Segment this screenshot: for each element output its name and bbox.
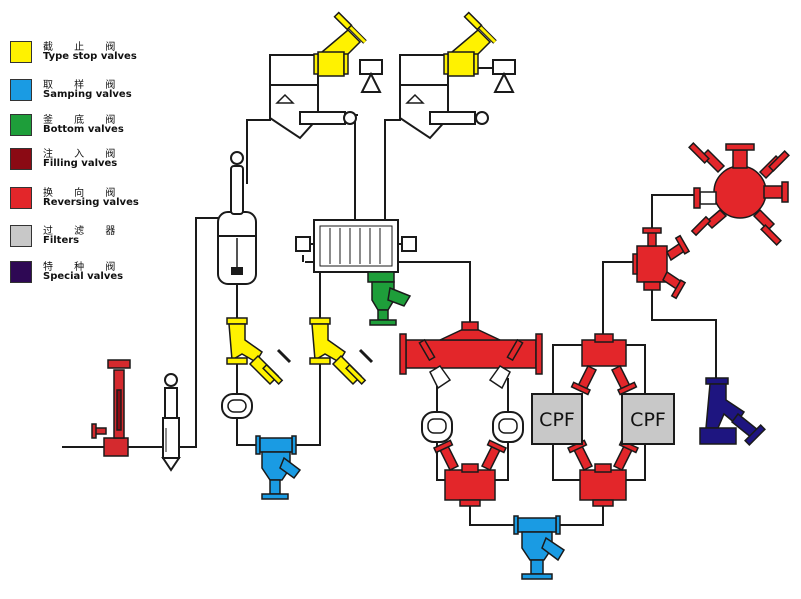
reversing-valve-right-lower[interactable] [567,439,639,507]
legend-label-cn: 取 样 阀 [43,80,125,91]
special-valve[interactable] [699,377,766,446]
stop-valve-column-right[interactable] [309,317,374,386]
legend-swatch [10,79,32,101]
separator-tower-right [399,54,516,140]
cpf-label-left: CPF [539,409,575,431]
legend-label-cn: 截 止 阀 [43,42,125,53]
legend-swatch [10,148,32,170]
filter-press-unit [295,219,417,273]
legend-swatch [10,114,32,136]
legend-swatch [10,225,32,247]
sampling-valve-bottom[interactable] [513,515,566,580]
reversing-manifold[interactable] [399,321,543,390]
stop-valve-tower-right[interactable] [443,11,497,77]
legend-item-sampling-valves: 取 样 阀 Samping valves [8,76,158,108]
reversing-valve-main-top[interactable] [688,142,790,246]
legend-item-stop-valves: 截 止 阀 Type stop valves [8,38,158,70]
reversing-valve-right-upper[interactable] [632,227,691,300]
sample-cylinder [161,373,181,472]
legend-swatch [10,187,32,209]
sampling-valve-left[interactable] [255,435,302,500]
legend-swatch [10,261,32,283]
stop-valve-column-left[interactable] [226,317,292,386]
reversing-valve-upper-cpf[interactable] [570,333,638,396]
legend-swatch [10,41,32,63]
sight-glass-mid-left [421,411,453,443]
stop-valve-tower-left[interactable] [313,11,367,77]
cpf-filter-left: CPF [531,393,583,445]
legend-label-cn: 注 入 阀 [43,149,125,160]
legend-label-cn: 过 滤 器 [43,226,125,237]
legend-label-en: Bottom valves [43,124,124,135]
legend-label-en: Special valves [43,271,124,282]
cpf-label-right: CPF [630,409,666,431]
legend-item-reversing-valves: 换 向 阀 Reversing valves [8,184,158,216]
legend-item-bottom-valves: 釜 底 阀 Bottom valves [8,111,158,143]
sight-glass-left [221,393,253,419]
legend-label-en: Filling valves [43,158,118,169]
cpf-filter-right: CPF [621,393,675,445]
bottom-valve[interactable] [367,271,412,326]
legend-label-cn: 釜 底 阀 [43,115,125,126]
legend-label-en: Reversing valves [43,197,139,208]
legend-item-filters: 过 滤 器 Filters [8,222,158,254]
legend-label-cn: 特 种 阀 [43,262,125,273]
legend-label-en: Type stop valves [43,51,137,62]
legend-label-en: Samping valves [43,89,132,100]
legend-label-en: Filters [43,235,80,246]
legend-item-filling-valves: 注 入 阀 Filling valves [8,145,158,177]
reactor-column [217,151,257,285]
pipe-network [62,100,717,526]
legend-label-cn: 换 向 阀 [43,188,125,199]
reversing-valve-left-lower[interactable] [433,439,507,507]
legend-item-special-valves: 特 种 阀 Special valves [8,258,158,290]
sight-glass-mid-right [492,411,524,443]
filling-valve[interactable] [91,359,131,457]
